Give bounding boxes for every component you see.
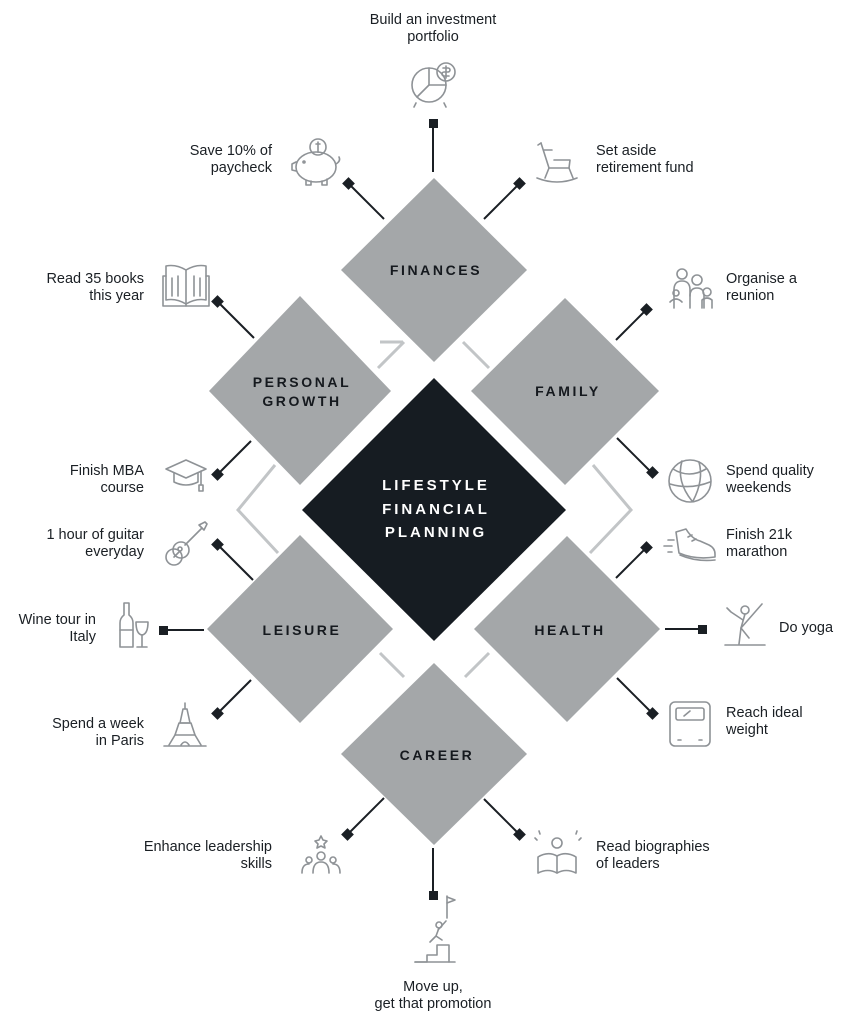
category-label-health: HEALTH	[534, 622, 605, 638]
icons	[119, 62, 766, 963]
diamond-finances	[341, 178, 527, 362]
goal-build-investment-portfolio: Build an investment portfolio	[369, 12, 497, 45]
connector-marker	[342, 177, 355, 190]
bracket-fin-pg-diag	[376, 340, 406, 370]
reading-book-icon	[534, 830, 582, 874]
weighing-scale-icon	[669, 701, 711, 747]
yoga-pose-icon	[724, 603, 766, 646]
goal-mba-course: Finish MBA course	[69, 463, 144, 496]
goal-leadership-skills: Enhance leadership skills	[143, 839, 272, 872]
bracket-fin-fam-diag	[461, 340, 491, 370]
diamond-career	[341, 663, 527, 845]
connector-marker	[159, 626, 168, 635]
bracket-lines	[236, 340, 634, 679]
goal-paris-week: Spend a week in Paris	[52, 716, 144, 749]
open-book-icon	[162, 264, 210, 307]
connector-marker	[698, 625, 707, 634]
diamond-leisure	[207, 535, 393, 723]
goal-finish-marathon: Finish 21k marathon	[726, 527, 793, 560]
category-label-family: FAMILY	[535, 383, 601, 399]
team-star-icon	[301, 835, 341, 874]
goal-quality-weekends: Spend quality weekends	[726, 463, 814, 496]
goal-read-books: Read 35 books this year	[46, 271, 144, 304]
category-label-personal-growth-line2: GROWTH	[262, 393, 341, 409]
center-label-line2: FINANCIAL	[382, 501, 490, 518]
goal-organise-reunion: Organise a reunion	[726, 271, 797, 304]
goal-guitar-everyday: 1 hour of guitar everyday	[46, 527, 144, 560]
wine-bottle-glass-icon	[119, 602, 149, 648]
connector-marker	[211, 295, 224, 308]
graduation-cap-icon	[165, 459, 207, 492]
goal-ideal-weight: Reach ideal weight	[726, 705, 803, 738]
bracket-lei-car-diag	[378, 651, 406, 679]
goal-wine-tour: Wine tour in Italy	[18, 612, 96, 645]
bracket-left	[236, 464, 280, 555]
beach-ball-icon	[668, 459, 712, 503]
bracket-right	[588, 464, 634, 555]
category-label-leisure: LEISURE	[263, 622, 342, 638]
diamond-health	[474, 536, 660, 722]
center-label-line1: LIFESTYLE	[382, 477, 490, 494]
pie-chart-dollar-icon	[411, 62, 456, 108]
bracket-hea-car-diag	[463, 651, 491, 679]
connector-marker	[429, 891, 438, 900]
summit-flag-icon	[414, 895, 456, 963]
goal-read-biographies: Read biographies of leaders	[596, 839, 710, 872]
diamond-family	[471, 298, 659, 485]
goal-retirement-fund: Set aside retirement fund	[596, 143, 694, 176]
piggy-bank-icon	[291, 138, 341, 186]
eiffel-tower-icon	[163, 702, 207, 747]
category-label-personal-growth-line1: PERSONAL	[253, 374, 352, 390]
family-group-icon	[669, 268, 713, 309]
goal-get-promotion: Move up, get that promotion	[374, 979, 492, 1012]
center-label-line3: PLANNING	[385, 524, 487, 541]
diamond-center	[302, 378, 566, 641]
connectors	[159, 119, 707, 900]
category-diamonds	[207, 178, 660, 845]
connector-marker	[429, 119, 438, 128]
category-label-career: CAREER	[400, 747, 475, 763]
goal-save-paycheck: Save 10% of paycheck	[189, 143, 272, 176]
diamond-labels: FINANCES PERSONAL GROWTH FAMILY LEISURE …	[253, 262, 605, 763]
goal-do-yoga: Do yoga	[779, 620, 834, 636]
guitar-icon	[165, 521, 208, 566]
running-shoe-icon	[663, 528, 716, 562]
category-label-finances: FINANCES	[390, 262, 482, 278]
rocking-chair-icon	[536, 142, 578, 183]
connector-marker	[211, 468, 224, 481]
diamond-personal-growth	[209, 296, 391, 485]
